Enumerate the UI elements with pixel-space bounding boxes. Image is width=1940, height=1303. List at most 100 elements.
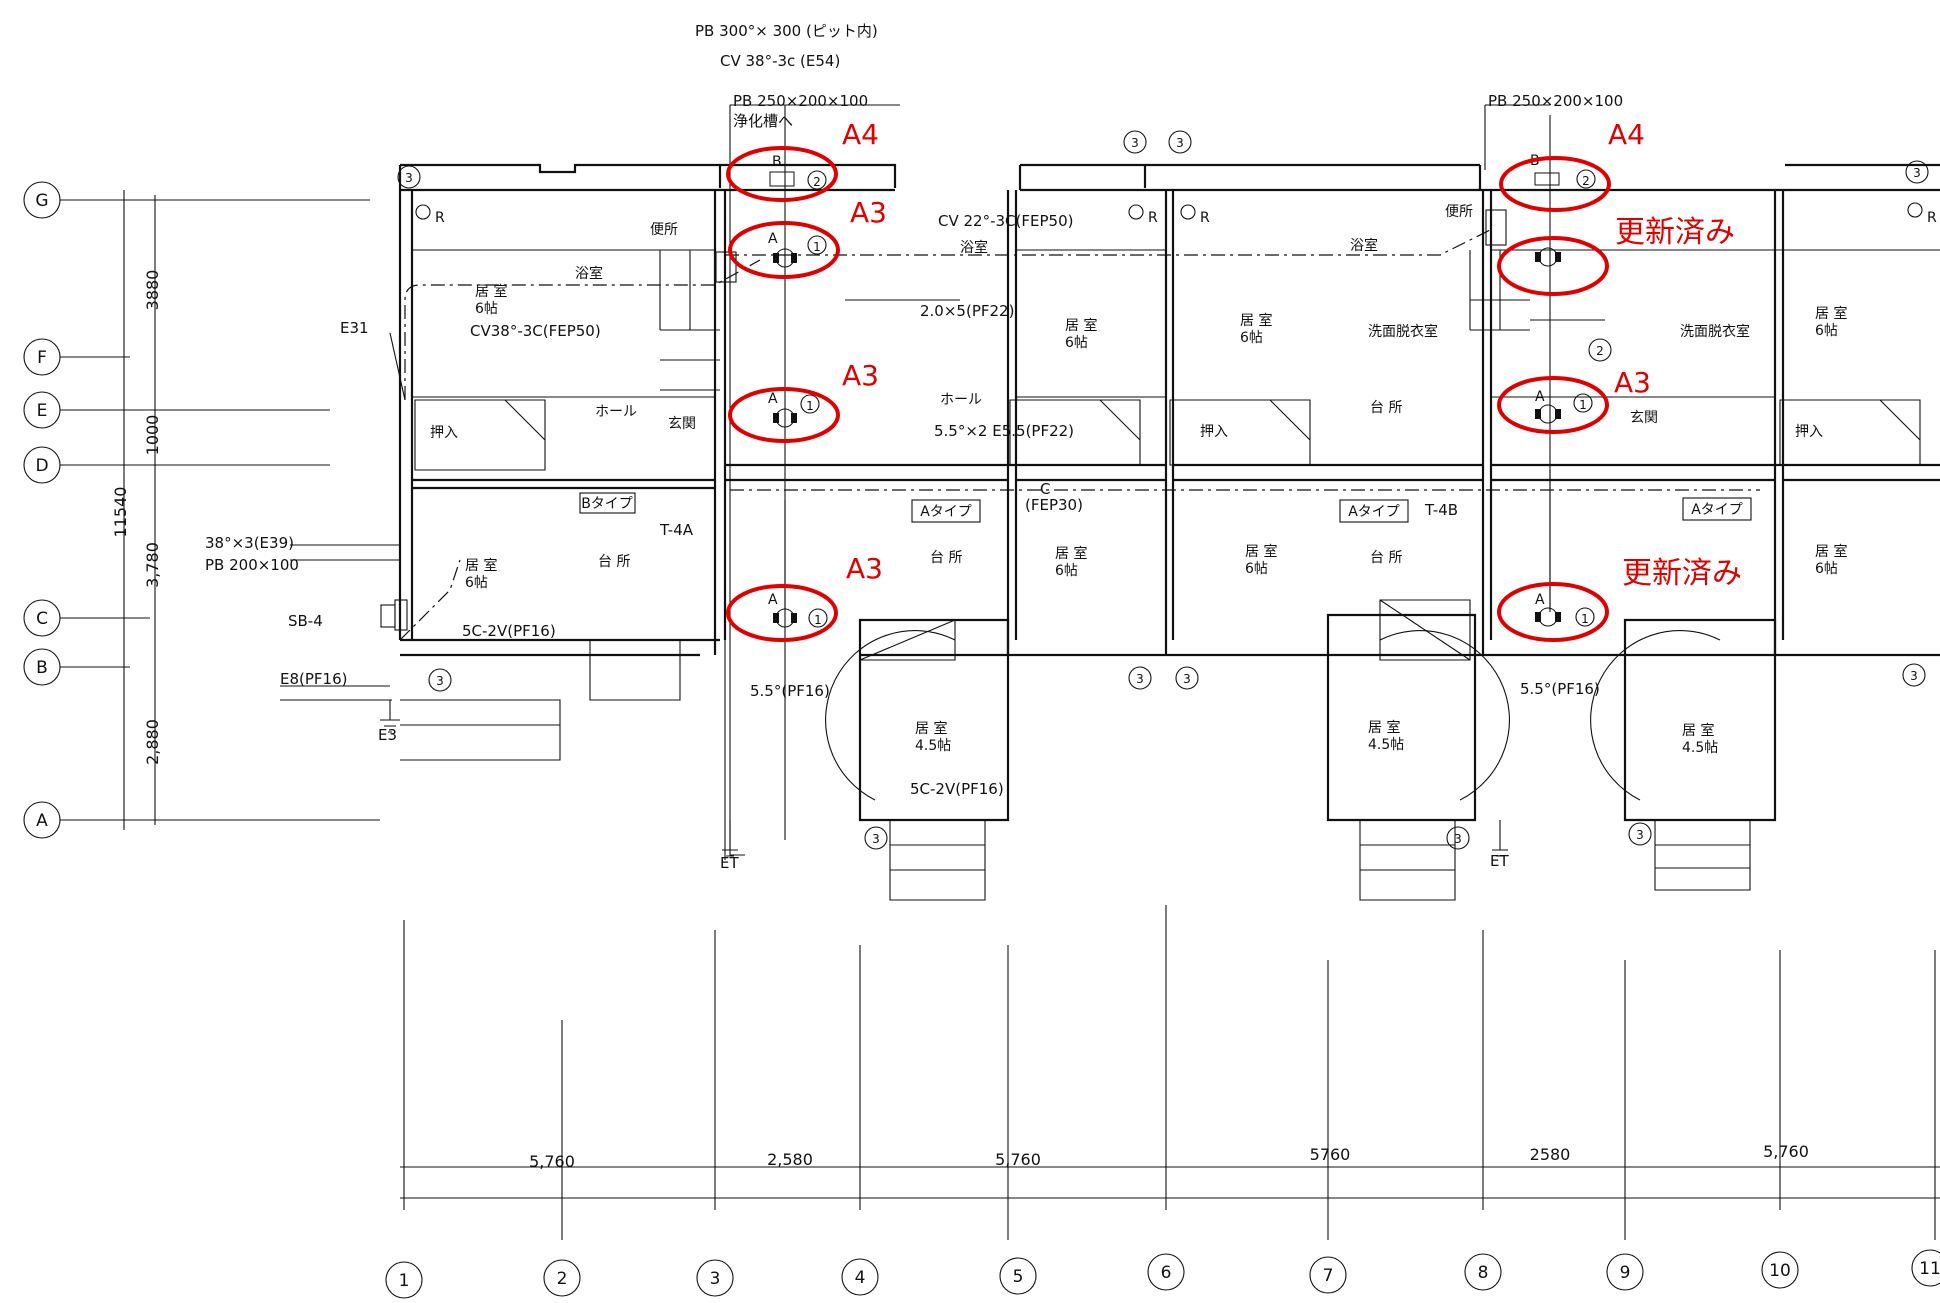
svg-text:A: A	[768, 592, 778, 608]
fixture-a-right-3: A 1	[1535, 592, 1595, 627]
row-grid-bubble-c: C	[23, 599, 61, 637]
row-grid-bubble-g: G	[23, 181, 61, 219]
svg-text:3: 3	[1910, 669, 1918, 683]
column-grid-bubble-5: 5	[999, 1257, 1037, 1295]
svg-text:2: 2	[813, 175, 821, 189]
note-cv-top: CV 38°-3c (E54)	[720, 52, 840, 70]
room-hall: ホール	[595, 404, 637, 420]
annotation-left-a3-2: A3	[842, 359, 879, 392]
markup-ellipse-right-koushin-1	[1497, 236, 1609, 296]
row-label: C	[36, 609, 48, 629]
row-grid-axis: G F E D C B A 3880 1000 3,780 2,880 1	[23, 181, 380, 839]
column-label: 11	[1919, 1259, 1940, 1279]
column-grid-bubble-11: 11	[1911, 1249, 1940, 1287]
note-pb-top: PB 300°× 300 (ピット内)	[695, 22, 878, 40]
fixture-a-left-2: A 1	[768, 391, 820, 428]
note-sb4: SB-4	[288, 612, 323, 630]
note-e3: E3	[378, 726, 397, 744]
note-e8: E8(PF16)	[280, 670, 348, 688]
column-label: 8	[1478, 1263, 1489, 1283]
svg-text:A: A	[768, 391, 778, 407]
svg-text:3: 3	[1183, 672, 1191, 686]
markup-ellipse-left-a3-3	[726, 584, 838, 642]
fixture-a-right-1	[1535, 247, 1561, 267]
svg-text:R: R	[1148, 210, 1158, 226]
fixture-a-left-1: A 1	[768, 231, 827, 268]
svg-text:R: R	[435, 210, 445, 226]
svg-text:A: A	[1535, 389, 1545, 405]
row-label: A	[36, 811, 48, 831]
note-cable-55-pf16-right: 5.5°(PF16)	[1520, 680, 1600, 698]
type-box-a-1: Aタイプ	[911, 499, 981, 523]
row-label: E	[37, 401, 48, 421]
svg-text:1: 1	[814, 613, 822, 627]
room-oshiire: 押入	[430, 425, 458, 441]
svg-text:2: 2	[1582, 174, 1590, 188]
svg-text:A: A	[1535, 592, 1545, 608]
column-grid-bubble-3: 3	[696, 1259, 734, 1297]
row-dimension: 3880	[143, 270, 162, 311]
room-oshiire: 押入	[1200, 424, 1228, 440]
red-markup: A4 A3 A3 A3 A4 更新済み A3 更新済み	[726, 118, 1742, 642]
column-grid-bubble-10: 10	[1761, 1251, 1799, 1289]
type-box-a-2: Aタイプ	[1339, 499, 1409, 523]
note-cable-38x3: 38°×3(E39)	[205, 534, 294, 552]
total-dimension: 11540	[111, 487, 130, 538]
annotation-left-a4: A4	[842, 118, 879, 151]
svg-text:Bタイプ: Bタイプ	[581, 496, 633, 512]
cable-notes: PB 300°× 300 (ピット内) CV 38°-3c (E54) PB 2…	[205, 22, 1623, 872]
row-grid-bubble-e: E	[23, 391, 61, 429]
note-t4a: T-4A	[659, 521, 694, 539]
note-cable-5c-left: 5C-2V(PF16)	[462, 622, 556, 640]
column-dimension: 5,760	[529, 1152, 575, 1171]
note-fep30: (FEP30)	[1025, 496, 1083, 514]
markup-ellipse-right-a3	[1497, 376, 1609, 434]
outlet-markers: 3 3 3 3 3 3 3 3 3 3 2 3 R R R R	[397, 130, 1937, 850]
fixture-symbols: B 2 A 1 A 1 A 1 B 2	[397, 130, 1937, 850]
room-benjo: 便所	[650, 222, 678, 238]
note-pb-250-right: PB 250×200×100	[1488, 92, 1623, 110]
annotation-right-a3: A3	[1614, 366, 1651, 399]
type-box-a-3: Aタイプ	[1682, 497, 1752, 521]
fixture-a-left-3: A 1	[768, 592, 828, 628]
room-hall-2: ホール	[940, 392, 982, 408]
building-walls	[398, 163, 1940, 901]
svg-text:Aタイプ: Aタイプ	[920, 504, 972, 520]
svg-text:3: 3	[436, 674, 444, 688]
column-label: 3	[710, 1269, 721, 1289]
column-label: 1	[399, 1271, 410, 1291]
annotation-right-koushin-2: 更新済み	[1622, 556, 1742, 591]
svg-text:1: 1	[806, 399, 814, 413]
column-dimension: 2580	[1530, 1145, 1571, 1164]
svg-text:3: 3	[1454, 832, 1462, 846]
row-label: B	[36, 658, 48, 678]
note-cable-2: 2.0×5(PF22)	[920, 302, 1014, 320]
svg-text:3: 3	[1136, 672, 1144, 686]
note-et-right: ET	[1490, 852, 1509, 870]
annotation-right-koushin-1: 更新済み	[1615, 215, 1735, 250]
room-oshiire: 押入	[1795, 424, 1823, 440]
room-benjo: 便所	[1445, 204, 1473, 220]
svg-text:3: 3	[1913, 166, 1921, 180]
room-daidokoro: 台 所	[1370, 550, 1402, 566]
note-jouka: 浄化槽へ	[733, 112, 793, 130]
room-genkan: 玄関	[668, 415, 696, 432]
svg-text:1: 1	[813, 240, 821, 254]
svg-text:A: A	[768, 231, 778, 247]
room-yokushitsu: 浴室	[1350, 237, 1378, 254]
column-dimension: 5,760	[995, 1150, 1041, 1169]
row-dimension: 1000	[143, 415, 162, 456]
column-label: 7	[1323, 1266, 1334, 1286]
row-grid-bubble-f: F	[23, 338, 61, 376]
column-dimension: 2,580	[767, 1150, 813, 1169]
room-daidokoro: 台 所	[598, 554, 630, 570]
annotation-left-a3-1: A3	[850, 196, 887, 229]
room-daidokoro: 台 所	[930, 550, 962, 566]
type-box-b: Bタイプ	[579, 492, 636, 514]
note-cable-5c-mid: 5C-2V(PF16)	[910, 780, 1004, 798]
note-cv38: CV38°-3C(FEP50)	[470, 322, 601, 340]
